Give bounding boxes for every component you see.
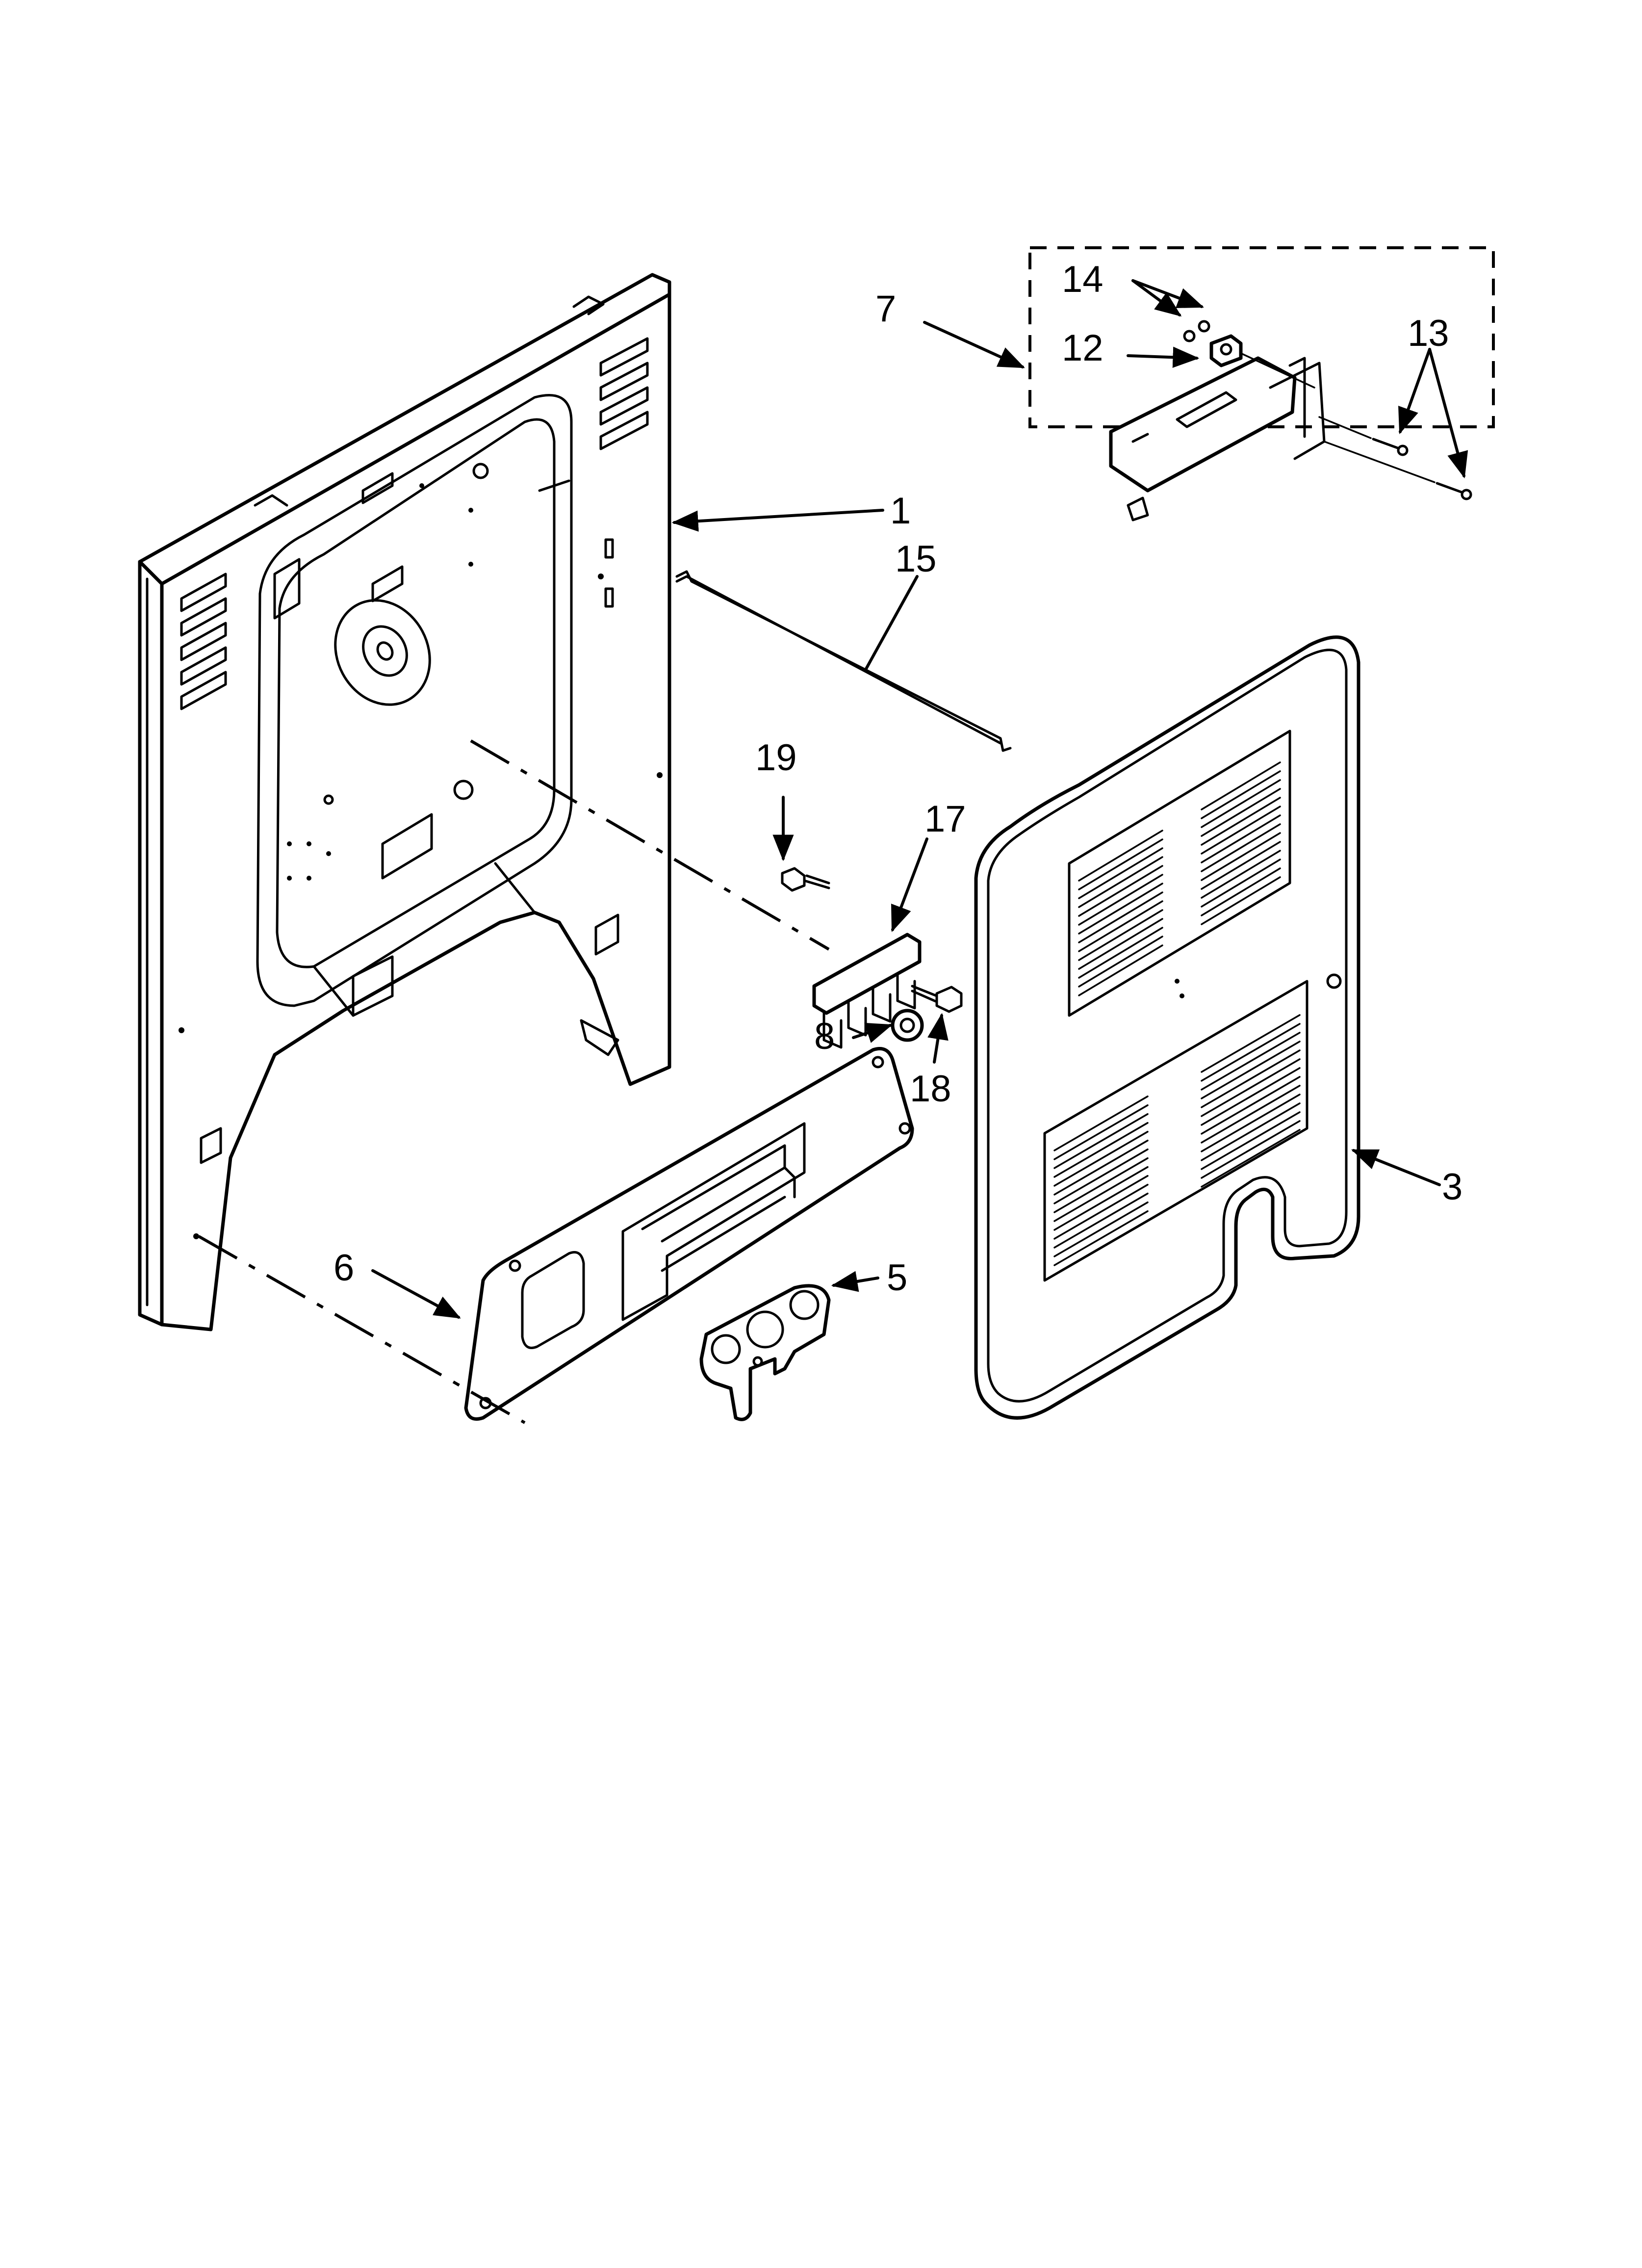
louver-slat: [1053, 1166, 1149, 1222]
lower-panel-part-6: [464, 1047, 914, 1421]
louver-slat: [1053, 1113, 1149, 1169]
burner-valve-assembly-part-7: [1028, 246, 1495, 521]
louver-slat: [1078, 838, 1163, 890]
rear-cover-part-3: [974, 635, 1360, 1420]
louver-slat: [1201, 761, 1281, 810]
callout-6: 6: [334, 1247, 354, 1289]
louver-slat: [1078, 865, 1163, 917]
louver-slat: [1201, 1058, 1301, 1117]
louver-slat: [1078, 927, 1163, 979]
bracket-part-5: [699, 1284, 831, 1421]
louver-slat: [1078, 830, 1163, 882]
louver-slat: [1201, 876, 1281, 925]
louver-slat: [1078, 891, 1163, 943]
louver-slat: [1053, 1131, 1149, 1187]
louver-slat: [1053, 1095, 1149, 1151]
louver-slat: [1201, 1067, 1301, 1126]
louver-slat: [1053, 1104, 1149, 1160]
louver-slat: [1201, 859, 1281, 908]
louver-slat: [1201, 1111, 1301, 1170]
louver-slat: [1053, 1148, 1149, 1204]
callout-14: 14: [1062, 259, 1103, 300]
callout-labels: 1 3 5 6 7 8 12 13 14 15 17 18 19: [334, 259, 1462, 1299]
louver-slat: [1201, 779, 1281, 828]
louver-slat: [1201, 823, 1281, 872]
louver-slat: [1078, 918, 1163, 970]
louver-slat: [1053, 1140, 1149, 1196]
callout-5: 5: [887, 1257, 907, 1299]
leader-lines: [371, 279, 1468, 1319]
louver-slat: [1078, 847, 1163, 899]
louver-slat: [1201, 1041, 1301, 1099]
terminal-block-part-17: [812, 933, 922, 1049]
louver-slat: [1078, 944, 1163, 996]
louver-slat: [1201, 1049, 1301, 1108]
center-line-upper: [470, 739, 830, 951]
louver-slat: [1201, 1085, 1301, 1144]
louver-slat: [1078, 856, 1163, 908]
callout-15: 15: [895, 538, 937, 580]
louver-slat: [1201, 1014, 1301, 1073]
louver-slat: [1053, 1184, 1149, 1240]
screw-part-19: [781, 867, 830, 892]
louver-slat: [1053, 1201, 1149, 1257]
callout-7: 7: [875, 288, 896, 330]
louver-slat: [1053, 1193, 1149, 1249]
louver-slat: [1053, 1175, 1149, 1231]
louver-slat: [1201, 1120, 1301, 1179]
center-line-lower: [198, 1235, 526, 1424]
callout-19: 19: [755, 737, 797, 779]
louver-slat: [1053, 1157, 1149, 1213]
louver-slat: [1201, 814, 1281, 863]
louver-slat: [1201, 797, 1281, 846]
louver-slat: [1201, 850, 1281, 899]
callout-1: 1: [890, 490, 911, 532]
louver-slat: [1201, 1032, 1301, 1091]
callout-18: 18: [910, 1068, 951, 1110]
callout-12: 12: [1062, 327, 1103, 369]
louver-slat: [1078, 874, 1163, 926]
louver-slat: [1053, 1210, 1149, 1266]
louver-slat: [1201, 788, 1281, 837]
louver-slat: [1078, 936, 1163, 988]
louver-slat: [1201, 1076, 1301, 1135]
louver-slat: [1201, 1094, 1301, 1152]
nut-part-8: [891, 1009, 924, 1042]
louver-slat: [1201, 832, 1281, 881]
louver-slat: [1201, 1129, 1301, 1188]
rear-panel-part-1: [138, 273, 671, 1331]
louver-slat: [1053, 1122, 1149, 1178]
rod-part-15: [675, 570, 1012, 752]
louver-slat: [1201, 806, 1281, 855]
screw-part-18: [911, 985, 963, 1013]
callout-13: 13: [1408, 313, 1449, 354]
louver-slat: [1078, 909, 1163, 961]
callout-3: 3: [1442, 1166, 1462, 1208]
louver-slat: [1201, 1102, 1301, 1161]
louver-slat: [1201, 1023, 1301, 1082]
callout-17: 17: [924, 798, 966, 840]
louver-slat: [1201, 770, 1281, 819]
callout-8: 8: [814, 1016, 835, 1057]
louver-slat: [1201, 867, 1281, 916]
louver-slat: [1201, 841, 1281, 890]
louver-slat: [1078, 900, 1163, 952]
louver-slat: [1078, 883, 1163, 935]
